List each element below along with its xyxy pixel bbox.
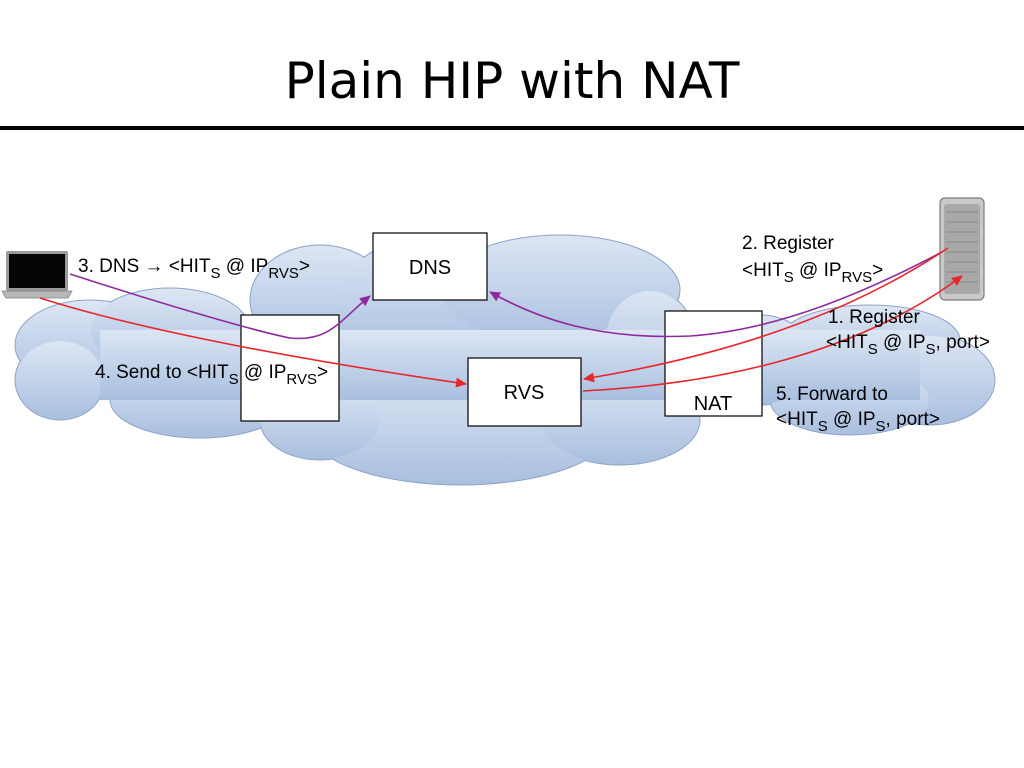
server-tower-icon — [939, 197, 985, 301]
nat-node: NAT — [664, 310, 763, 417]
title-underline — [0, 126, 1024, 130]
rvs-node: RVS — [467, 357, 582, 427]
client-side-nat-box — [240, 314, 340, 422]
dns-label: DNS — [409, 257, 451, 279]
arrow-step1-register-rvs — [583, 247, 949, 383]
step3-label: 3. DNS → <HITS @ IPRVS> — [78, 256, 310, 282]
step2-label-line1: 2. Register — [742, 233, 835, 254]
step2-label-line2: <HITS @ IPRVS> — [742, 260, 883, 286]
dns-node: DNS — [372, 232, 488, 301]
laptop-icon — [1, 251, 73, 299]
step1-label-line1: 1. Register — [828, 307, 921, 328]
rvs-label: RVS — [504, 382, 545, 404]
arrow-step2-register-dns — [489, 251, 943, 338]
step5-label-line2: <HITS @ IPS, port> — [776, 409, 940, 435]
arrow-step3-dns-query — [69, 273, 371, 340]
slide-title: Plain HIP with NAT — [284, 52, 740, 110]
arrow-step5-forward-to-server — [582, 275, 963, 392]
nat-label: NAT — [694, 393, 733, 415]
arrow-step4-send-to-rvs — [39, 297, 467, 388]
step5-label-line1: 5. Forward to — [776, 384, 888, 405]
step4-label: 4. Send to <HITS @ IPRVS> — [95, 362, 328, 388]
step1-label-line2: <HITS @ IPS, port> — [826, 332, 990, 358]
